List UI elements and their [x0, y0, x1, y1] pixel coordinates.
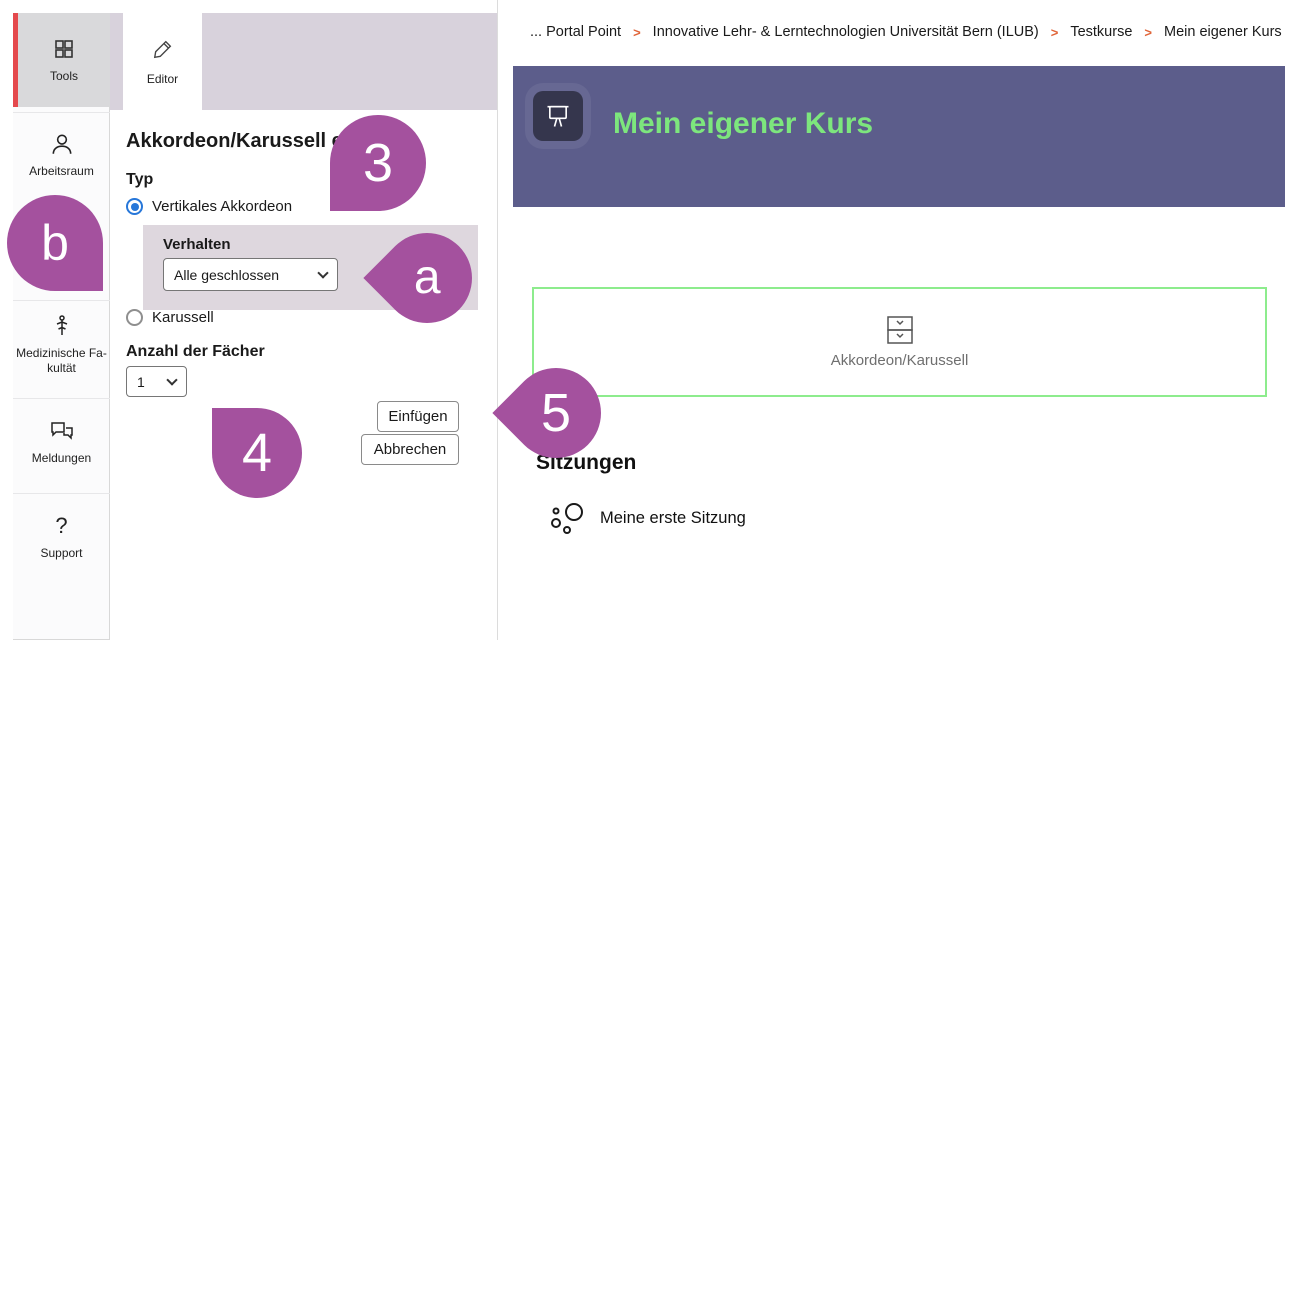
- chevron-down-icon: [317, 266, 329, 279]
- annotation-label: 3: [362, 133, 394, 193]
- accordion-dropzone[interactable]: Akkordeon/Karussell: [532, 287, 1267, 397]
- chevron-right-icon: >: [1050, 24, 1059, 40]
- sidebar-item-tools[interactable]: Tools: [13, 13, 110, 107]
- tab-editor[interactable]: Editor: [123, 13, 202, 110]
- course-header-banner: Mein eigener Kurs: [513, 66, 1285, 207]
- tab-editor-label: Editor: [146, 71, 179, 86]
- question-glyph: ?: [55, 512, 68, 538]
- sidebar-item-label: Medizinische Fa- kultät: [16, 346, 107, 375]
- annotation-4: 4: [212, 408, 302, 498]
- question-mark-icon: ?: [55, 513, 67, 539]
- chevron-right-icon: >: [633, 24, 641, 40]
- verhalten-select[interactable]: Alle geschlossen: [163, 258, 338, 291]
- radio-label: Karussell: [152, 309, 214, 326]
- editor-panel: Akkordeon/Karussell einfügen Typ Vertika…: [110, 110, 497, 640]
- panel-divider: [497, 0, 498, 640]
- faculty-staff-icon: [50, 313, 74, 339]
- radio-option-karussell[interactable]: Karussell: [126, 309, 214, 326]
- einfuegen-button[interactable]: Einfügen: [377, 401, 459, 432]
- session-list-item[interactable]: Meine erste Sitzung: [548, 500, 746, 536]
- breadcrumb-item-testkurse[interactable]: Testkurse: [1070, 24, 1133, 40]
- verhalten-label: Verhalten: [163, 236, 231, 253]
- pencil-icon: [152, 38, 174, 60]
- annotation-label: b: [41, 215, 69, 271]
- radio-selected-icon[interactable]: [126, 198, 143, 215]
- breadcrumb-item-ilub[interactable]: Innovative Lehr- & Lerntechnologien Univ…: [652, 24, 1039, 40]
- sidebar-item-medizinische-fakultaet[interactable]: Medizinische Fa- kultät: [13, 300, 110, 388]
- radio-label: Vertikales Akkordeon: [152, 198, 293, 215]
- sidebar-item-meldungen[interactable]: Meldungen: [13, 398, 110, 484]
- sidebar-item-label: Tools: [49, 69, 78, 83]
- editor-tab-bar: Editor: [110, 13, 497, 110]
- annotation-3: 3: [330, 115, 426, 211]
- breadcrumb-item-current: Mein eigener Kurs: [1163, 24, 1282, 40]
- course-title: Mein eigener Kurs: [613, 107, 874, 140]
- breadcrumb-item-portal[interactable]: ... Portal Point: [530, 24, 622, 40]
- chevron-right-icon: >: [1144, 24, 1152, 40]
- dropzone-label: Akkordeon/Karussell: [830, 352, 969, 369]
- abbrechen-button[interactable]: Abbrechen: [361, 434, 459, 465]
- accordion-icon: [882, 315, 918, 347]
- typ-label: Typ: [126, 171, 154, 188]
- tools-grid-icon: [52, 36, 76, 62]
- annotation-label: 4: [241, 423, 273, 483]
- sidebar-item-arbeitsraum[interactable]: Arbeitsraum: [13, 112, 110, 196]
- chat-bubbles-icon: [49, 418, 75, 444]
- anzahl-select-value: 1: [137, 373, 145, 390]
- presentation-board-icon: [533, 91, 583, 141]
- anzahl-select[interactable]: 1: [126, 366, 187, 397]
- chevron-down-icon: [166, 373, 178, 386]
- session-item-label: Meine erste Sitzung: [600, 508, 746, 527]
- sidebar-item-label: Arbeitsraum: [29, 163, 94, 178]
- sidebar-item-label: Meldungen: [31, 450, 92, 465]
- anzahl-der-faecher-label: Anzahl der Fächer: [126, 343, 265, 360]
- person-icon: [49, 131, 75, 157]
- annotation-b: b: [7, 195, 103, 291]
- breadcrumb: ... Portal Point > Innovative Lehr- & Le…: [530, 24, 1296, 40]
- sidebar-item-support[interactable]: ? Support: [13, 493, 110, 579]
- sidebar-item-label: Support: [40, 545, 83, 560]
- annotation-label: 5: [540, 383, 572, 444]
- tool-sidebar: Tools Arbeitsraum Medizinische Fa- kultä…: [13, 13, 110, 640]
- radio-option-vertikales-akkordeon[interactable]: Vertikales Akkordeon: [126, 198, 292, 215]
- annotation-label: a: [413, 251, 441, 305]
- radio-unselected-icon[interactable]: [126, 309, 143, 326]
- verhalten-select-value: Alle geschlossen: [174, 266, 280, 283]
- session-circles-icon: [548, 500, 588, 536]
